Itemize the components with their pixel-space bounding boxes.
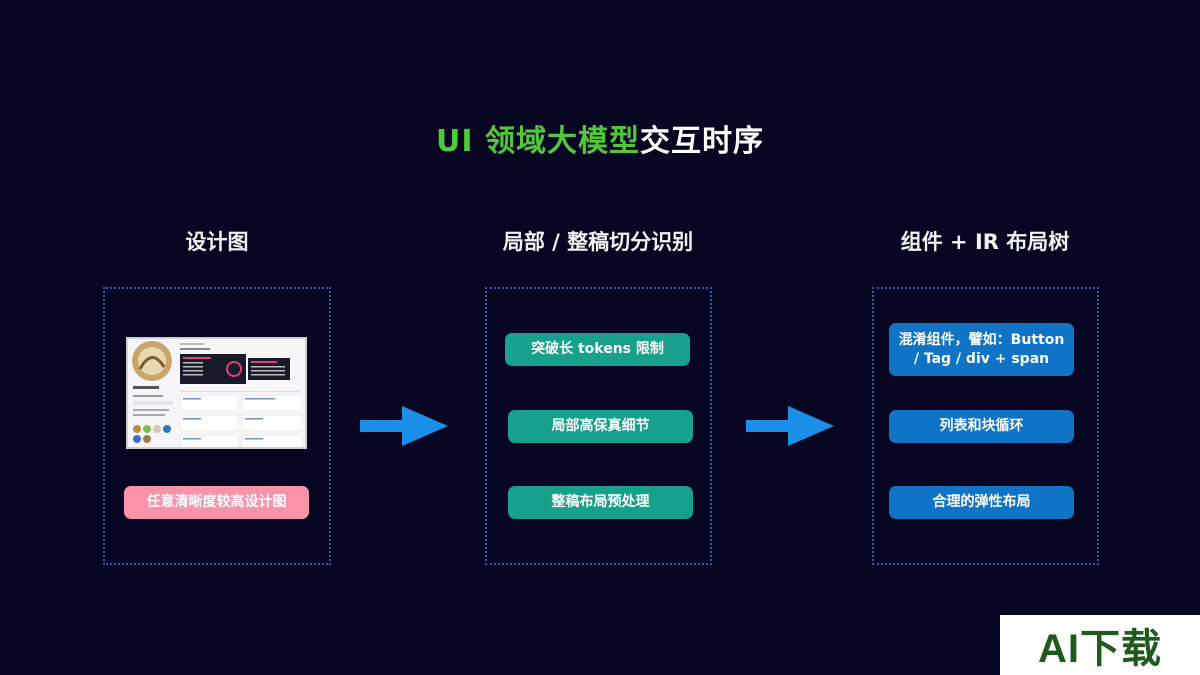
component-item-loop: 列表和块循环 — [889, 410, 1074, 443]
arrow-right-icon — [746, 406, 834, 446]
design-requirement-tag: 任意清晰度较高设计图 — [124, 486, 309, 519]
page-title: UI 领域大模型交互时序 — [0, 116, 1200, 160]
segmentation-item-tokens: 突破长 tokens 限制 — [505, 333, 690, 366]
panel-component-tree — [872, 287, 1099, 565]
heading-segmentation: 局部 / 整稿切分识别 — [502, 230, 694, 254]
watermark-text: AI下载 — [1038, 627, 1162, 671]
title-rest: 交互时序 — [639, 124, 764, 159]
segmentation-item-tokens-text: 突破长 tokens 限制 — [531, 341, 664, 357]
component-item-flex-text: 合理的弹性布局 — [932, 494, 1031, 510]
segmentation-item-detail: 局部高保真细节 — [508, 410, 693, 443]
heading-component-tree: 组件 + IR 布局树 — [900, 230, 1070, 254]
segmentation-item-layout: 整稿布局预处理 — [508, 486, 693, 519]
component-item-loop-text: 列表和块循环 — [939, 418, 1024, 434]
design-screenshot-thumbnail — [126, 337, 307, 449]
panel-segmentation — [485, 287, 712, 565]
watermark-logo: AI下载 — [1000, 615, 1200, 675]
component-item-confusion-text: 混淆组件，譬如：Button / Tag / div + span — [898, 331, 1065, 367]
component-item-confusion: 混淆组件，譬如：Button / Tag / div + span — [889, 323, 1074, 376]
design-mock-image — [128, 339, 305, 447]
panel-design — [103, 287, 331, 565]
arrow-right-icon — [360, 406, 448, 446]
segmentation-item-detail-text: 局部高保真细节 — [551, 418, 650, 434]
title-highlight: UI 领域大模型 — [436, 124, 640, 159]
heading-design: 设计图 — [185, 230, 249, 254]
component-item-flex: 合理的弹性布局 — [889, 486, 1074, 519]
segmentation-item-layout-text: 整稿布局预处理 — [551, 494, 650, 510]
design-requirement-text: 任意清晰度较高设计图 — [146, 494, 287, 510]
